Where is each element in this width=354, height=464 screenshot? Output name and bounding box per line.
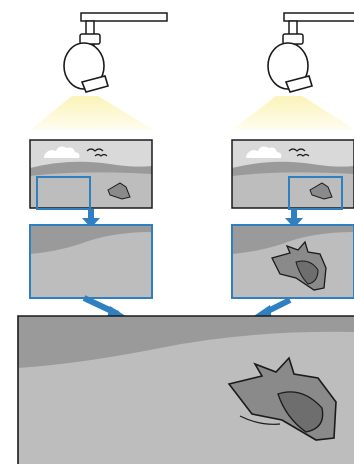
ceiling-mount-right [283,13,354,45]
source-image-right [232,140,354,209]
combined-projection [18,316,354,464]
left-projector [30,13,167,130]
light-beam-left [30,96,154,130]
ceiling-mount-left [80,13,167,45]
source-image-left [30,140,152,209]
zoomed-crop-right [232,225,354,298]
light-beam-right [232,96,354,130]
right-projector [232,13,354,130]
zoomed-crop-left [30,225,152,298]
projector-body-right [268,43,312,92]
projector-body-left [64,43,108,92]
